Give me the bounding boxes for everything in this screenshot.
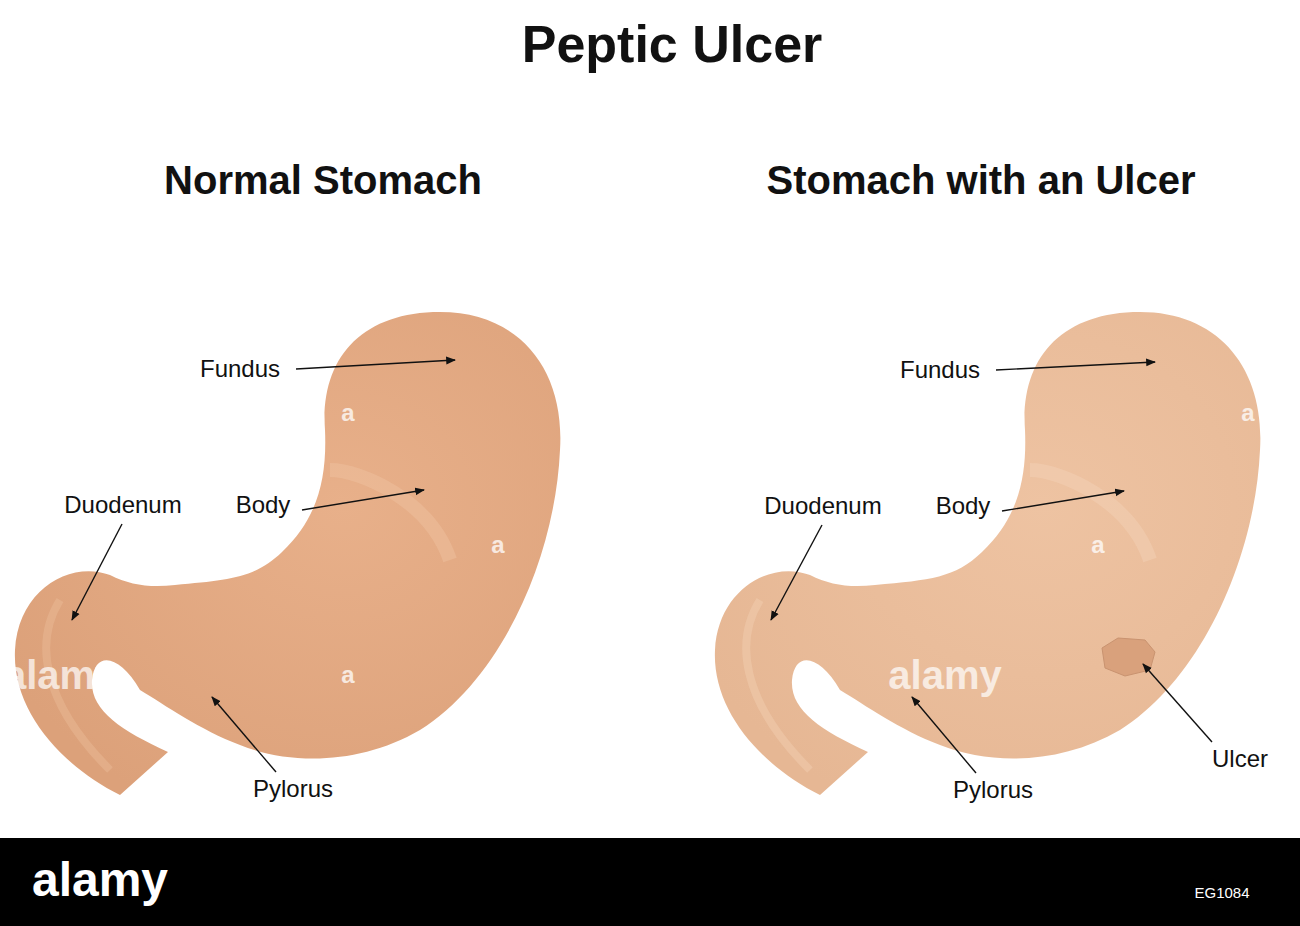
stomach-outline [15, 312, 561, 795]
leader-line [212, 697, 276, 772]
part-label: Body [936, 493, 991, 519]
title: Peptic Ulcer [522, 16, 823, 73]
stomach-sheen [1030, 470, 1150, 560]
footer-bar [0, 838, 1300, 926]
watermark: a [341, 662, 354, 688]
stomach-sheen [330, 470, 450, 560]
part-label: Body [236, 492, 291, 518]
leader-line [912, 697, 976, 773]
normal-stomach [15, 312, 561, 795]
part-label: Pylorus [253, 776, 333, 802]
watermark: a [1241, 400, 1254, 426]
duodenum-sheen [746, 600, 810, 770]
watermark: alamy [888, 653, 1001, 697]
image-id: EG1084 [1194, 885, 1249, 902]
part-label: Duodenum [764, 493, 881, 519]
part-label: Fundus [900, 357, 980, 383]
leader-line [72, 524, 122, 620]
part-label: Pylorus [953, 777, 1033, 803]
leader-line [1143, 664, 1212, 742]
part-label: Fundus [200, 356, 280, 382]
watermark: a [1091, 532, 1104, 558]
subtitle: Stomach with an Ulcer [767, 158, 1196, 202]
watermark: a [341, 400, 354, 426]
subtitle: Normal Stomach [164, 158, 482, 202]
watermark: alamy [4, 653, 117, 697]
leader-line [771, 525, 822, 620]
leader-line [302, 490, 424, 510]
leader-lines [72, 360, 1212, 773]
stomach-outline [715, 312, 1261, 795]
leader-line [1002, 491, 1124, 511]
ulcer-stomach [715, 312, 1261, 795]
watermark: a [491, 532, 504, 558]
part-label: Ulcer [1212, 746, 1268, 772]
part-label: Duodenum [64, 492, 181, 518]
footer-logo: alamy [32, 854, 168, 907]
ulcer-patch [1102, 638, 1155, 676]
leader-line [296, 360, 455, 369]
leader-line [996, 362, 1155, 370]
